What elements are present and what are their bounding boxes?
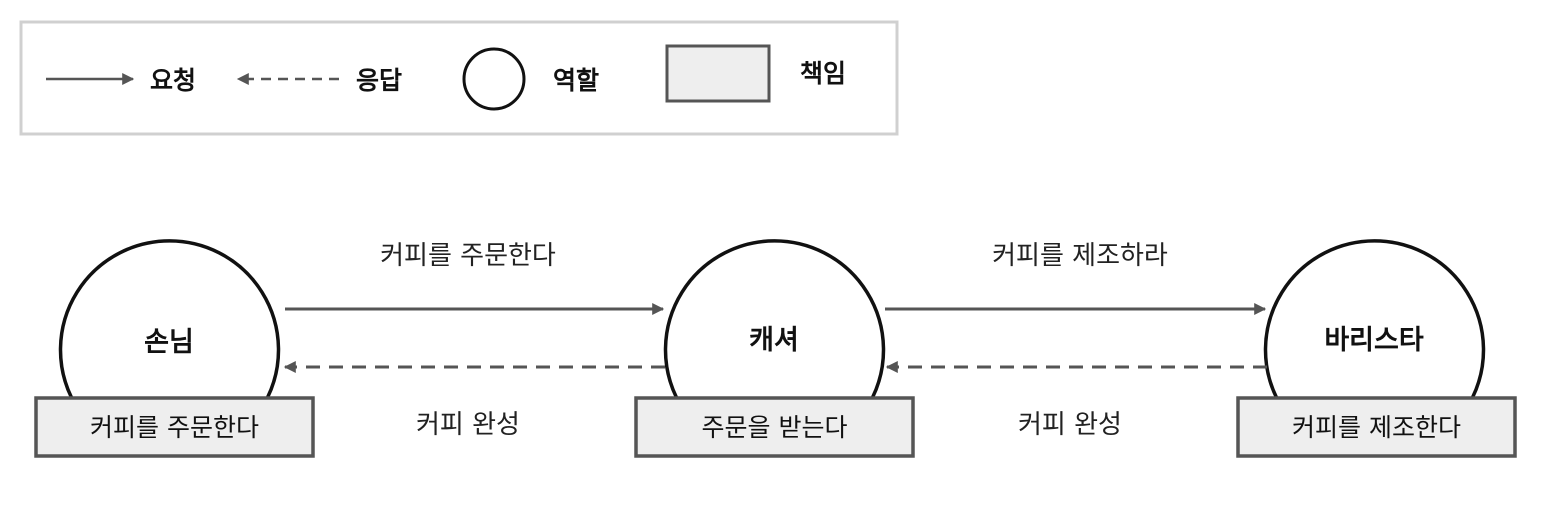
response-coffee-done-label: 커피 완성 xyxy=(416,410,520,440)
message-cashier-barista: 커피를 제조하라 커피 완성 xyxy=(885,241,1267,440)
request-order-coffee-label: 커피를 주문한다 xyxy=(380,241,556,271)
role-cashier-name: 캐셔 xyxy=(749,325,799,356)
role-barista: 바리스타 커피를 제조한다 xyxy=(1236,239,1517,458)
responsibility-cashier-label: 주문을 받는다 xyxy=(702,413,848,442)
responsibility-barista-box xyxy=(1236,396,1517,458)
responsibility-customer-label: 커피를 주문한다 xyxy=(90,413,259,442)
legend-responsibility-box xyxy=(665,44,771,103)
role-customer-circle xyxy=(58,239,281,399)
legend-response-label: 응답 xyxy=(356,66,402,95)
role-barista-name: 바리스타 xyxy=(1324,325,1424,356)
role-cashier-circle xyxy=(663,239,886,399)
request-make-coffee-label: 커피를 제조하라 xyxy=(992,241,1168,271)
role-customer: 손님 커피를 주문한다 xyxy=(34,239,315,458)
response-coffee-done-2-label: 커피 완성 xyxy=(1018,410,1122,440)
responsibility-barista-label: 커피를 제조한다 xyxy=(1292,413,1461,442)
legend-role-circle xyxy=(462,47,526,111)
role-barista-circle xyxy=(1263,239,1486,399)
legend: 요청 응답 역할 책임 xyxy=(19,20,899,136)
role-cashier: 캐셔 주문을 받는다 xyxy=(634,239,915,458)
legend-request-label: 요청 xyxy=(150,66,196,95)
role-customer-name: 손님 xyxy=(144,327,194,358)
responsibility-customer-box xyxy=(34,396,315,458)
legend-role-label: 역할 xyxy=(553,66,599,95)
legend-responsibility-label: 책임 xyxy=(800,59,846,88)
responsibility-cashier-box xyxy=(634,396,915,458)
message-customer-cashier: 커피를 주문한다 커피 완성 xyxy=(283,241,665,440)
